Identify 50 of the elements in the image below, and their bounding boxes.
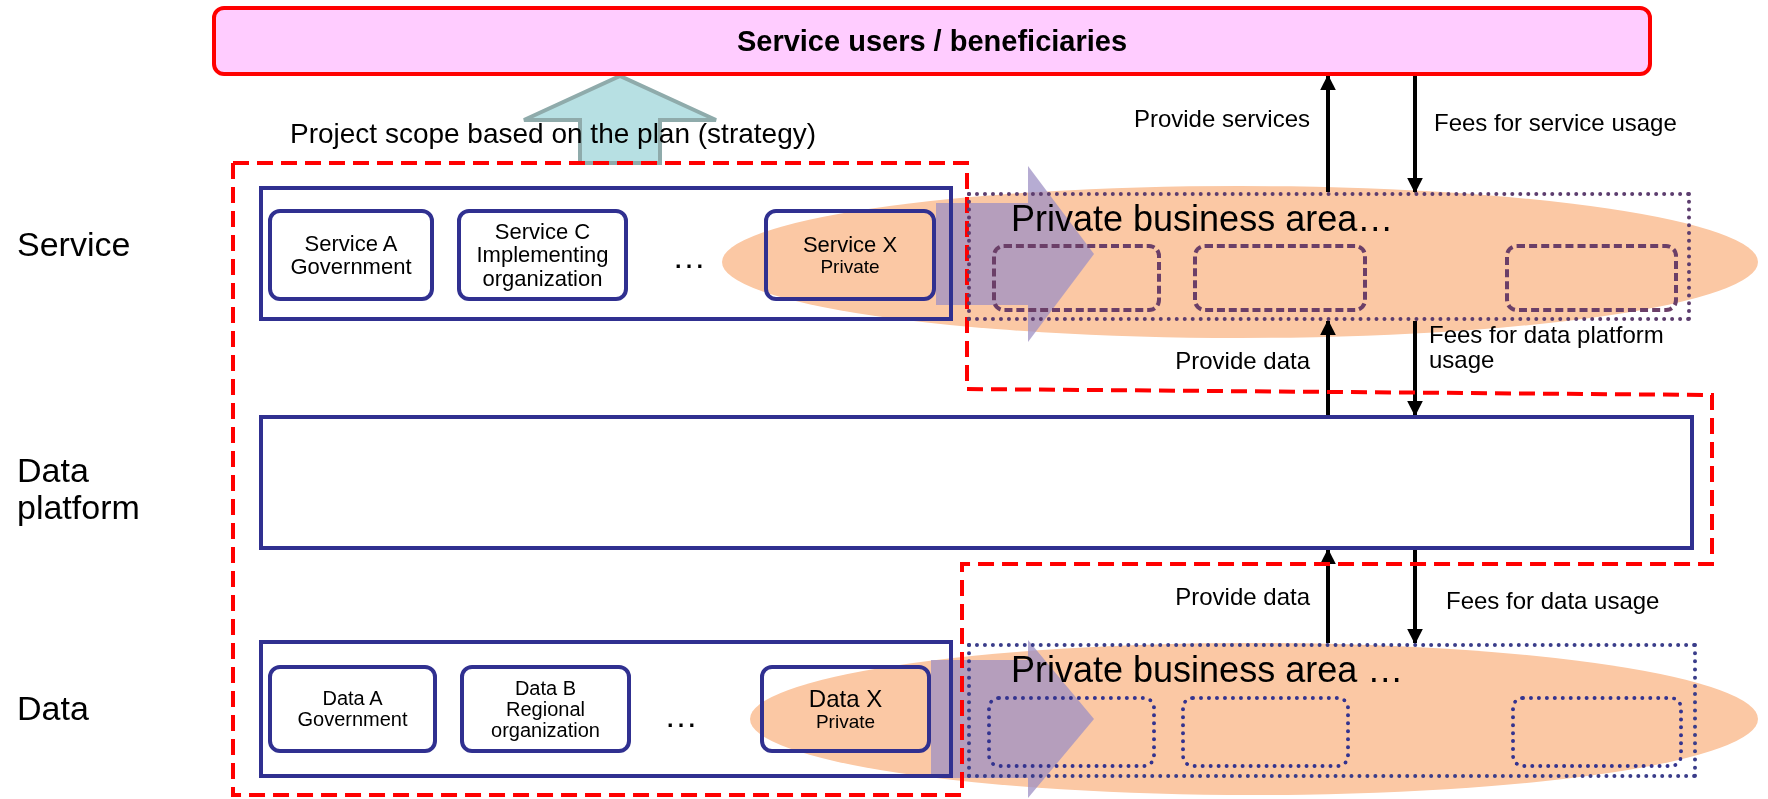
data-box: [268, 665, 437, 753]
layer-box: [259, 640, 953, 778]
arrow: [1320, 548, 1336, 643]
ellipsis-text: …: [672, 238, 706, 276]
title-banner: [212, 6, 1652, 76]
placeholder-box: [1511, 696, 1683, 768]
block-arrow: [936, 166, 1094, 342]
service-box: [457, 209, 628, 301]
box-subtitle: Private: [820, 256, 880, 277]
banner-title: Service users / beneficiaries: [736, 25, 1128, 57]
area-title: Private business area …: [1011, 649, 1404, 691]
box-title: Data B: [514, 677, 577, 699]
box-subtitle: Private: [815, 711, 876, 732]
box-title: Data X: [808, 686, 883, 712]
data-box: [460, 665, 631, 753]
arrow: [1407, 550, 1423, 645]
placeholder-box: [1505, 244, 1678, 312]
arrow: [1320, 319, 1336, 415]
edge-label: Provide data: [1174, 584, 1310, 610]
arrow: [1407, 321, 1423, 417]
platform-box: [259, 415, 1694, 550]
edge-label: Provide data: [1174, 348, 1310, 374]
edge-label: Provide services: [1132, 106, 1310, 132]
area-title: Private business area…: [1011, 198, 1394, 240]
row-label: Data: [17, 690, 89, 728]
box-title: Service A: [304, 231, 398, 255]
arrow: [1320, 74, 1336, 192]
box-title: Data A: [322, 688, 383, 709]
box-title: Service C: [494, 220, 591, 244]
box-subtitle: Implementing organization: [475, 243, 610, 290]
service-box: [764, 209, 936, 301]
box-subtitle: Government: [290, 255, 412, 279]
placeholder-box: [1193, 244, 1367, 312]
box-title: Service X: [802, 233, 898, 257]
block-arrow: [522, 73, 718, 165]
row-label: Data platform: [17, 452, 141, 527]
edge-label: Fees for service usage: [1434, 110, 1678, 136]
placeholder-box: [1181, 696, 1350, 768]
edge-label: Fees for data usage: [1446, 588, 1661, 614]
edge-label: Fees for data platform usage: [1429, 322, 1665, 373]
block-arrow: [931, 640, 1094, 798]
data-box: [760, 665, 931, 753]
row-label: Service: [17, 226, 131, 264]
service-box: [268, 209, 434, 301]
box-subtitle: Regional organization: [490, 698, 601, 741]
layer-box: [259, 186, 953, 321]
box-subtitle: Government: [297, 709, 408, 730]
scope-title: Project scope based on the plan (strategy): [288, 118, 818, 150]
ellipsis-text: …: [664, 697, 698, 735]
arrow: [1407, 76, 1423, 194]
